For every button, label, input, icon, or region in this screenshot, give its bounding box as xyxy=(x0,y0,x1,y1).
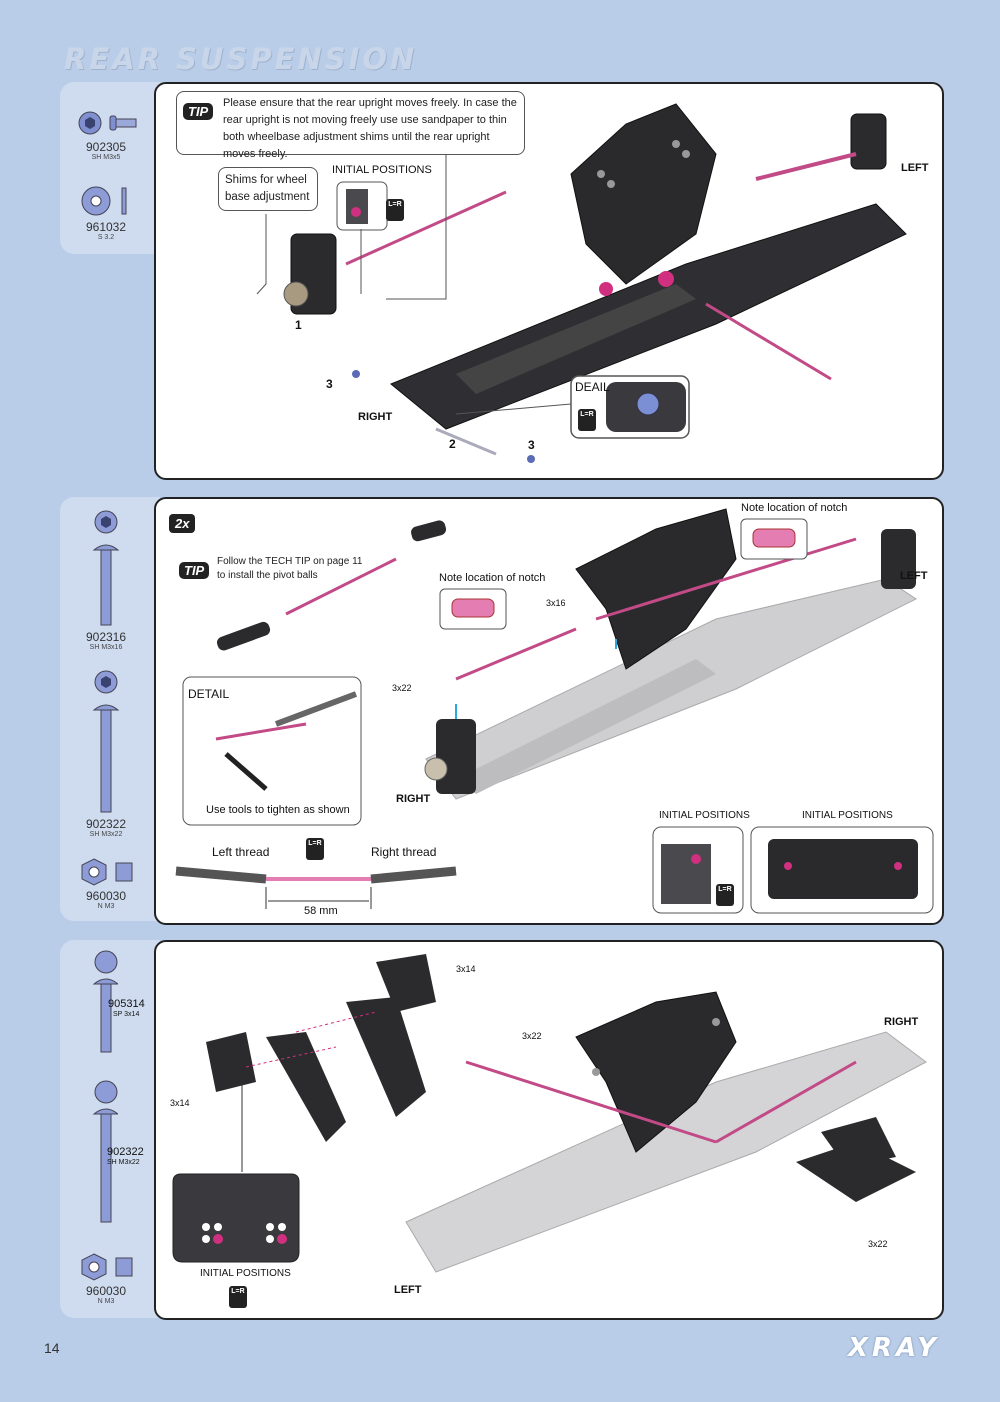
part-905314 xyxy=(40,950,136,1058)
initial-positions-label: INITIAL POSITIONS xyxy=(332,164,432,176)
step2-panel: 2x TIP Follow the TECH TIP on page 11 to… xyxy=(154,497,944,925)
lr-symbol: L=R xyxy=(229,1286,247,1308)
shock-tower-assembly-illustration xyxy=(172,954,927,1273)
parts-rail-step1 xyxy=(60,82,160,254)
right-label: RIGHT xyxy=(396,793,431,805)
part-902322: 902322 SH M3x22 xyxy=(58,670,154,839)
detail-label: DEAIL xyxy=(575,380,610,394)
left-thread-label: Left thread xyxy=(212,845,270,859)
part-902322-code: 902322 xyxy=(107,1146,144,1158)
lr-symbol-1: L=R xyxy=(386,199,404,221)
screw-icon xyxy=(92,950,120,1053)
left-label: LEFT xyxy=(900,570,928,582)
page-title: REAR SUSPENSION xyxy=(64,42,418,76)
brand-logo: XRAY xyxy=(847,1333,940,1363)
screw-icon xyxy=(92,670,120,813)
part-905314-desc: SP 3x14 xyxy=(113,1011,140,1018)
shims-label: Shims for wheel base adjustment xyxy=(218,167,318,211)
initial-positions-label: INITIAL POSITIONS xyxy=(200,1268,291,1279)
tip-box: TIP Please ensure that the rear upright … xyxy=(176,91,525,160)
notch-label-2: Note location of notch xyxy=(741,502,848,514)
screw-3x14-label-b: 3x14 xyxy=(170,1098,190,1108)
part-905314-code: 905314 xyxy=(108,998,145,1010)
tools-label: Use tools to tighten as shown xyxy=(206,804,350,816)
step3-panel: 3x14 3x14 3x22 3x22 INITIAL POSITIONS L=… xyxy=(154,940,944,1320)
detail-label: DETAIL xyxy=(188,687,230,701)
part-960030-b: 960030 N M3 xyxy=(58,1252,154,1306)
left-label: LEFT xyxy=(394,1284,422,1296)
tip-badge: TIP xyxy=(179,562,210,579)
tip-text: Follow the TECH TIP on page 11 to instal… xyxy=(217,556,363,581)
part-902322-desc: SH M3x22 xyxy=(107,1159,140,1166)
step-number-2: 2 xyxy=(449,437,456,451)
part-961032: 961032 S 3.2 xyxy=(58,184,154,242)
initial-positions-label-b: INITIAL POSITIONS xyxy=(802,810,893,821)
lr-symbol-2: L=R xyxy=(578,409,596,431)
part-902316: 902316 SH M3x16 xyxy=(58,510,154,652)
page-number: 14 xyxy=(44,1340,60,1356)
tip-text: Please ensure that the rear upright move… xyxy=(223,97,517,160)
notch-label-1: Note location of notch xyxy=(439,572,546,584)
screw-3x22-label: 3x22 xyxy=(392,683,412,693)
step-number-3b: 3 xyxy=(528,438,535,452)
step1-panel: TIP Please ensure that the rear upright … xyxy=(154,82,944,480)
screw-3x22-label-a: 3x22 xyxy=(522,1031,542,1041)
screw-3x16-label: 3x16 xyxy=(546,598,566,608)
screw-3x22-label-b: 3x22 xyxy=(868,1239,888,1249)
screw-icon xyxy=(92,510,120,626)
length-label: 58 mm xyxy=(304,905,338,917)
initial-positions-label-a: INITIAL POSITIONS xyxy=(659,810,750,821)
right-thread-label: Right thread xyxy=(371,845,437,859)
screw-3x14-label-a: 3x14 xyxy=(456,964,476,974)
part-902305: 902305 SH M3x5 xyxy=(58,108,154,162)
washer-icon xyxy=(81,186,127,216)
screw-icon xyxy=(78,111,137,135)
right-label: RIGHT xyxy=(358,411,393,423)
turnbuckle-assembly-illustration xyxy=(175,508,934,914)
part-902322-b xyxy=(40,1080,136,1228)
right-label: RIGHT xyxy=(884,1016,919,1028)
repeat-2x-badge: 2x xyxy=(169,514,196,533)
left-label: LEFT xyxy=(901,162,929,174)
step-number-1: 1 xyxy=(295,318,302,332)
tip-badge: TIP xyxy=(183,103,214,120)
step-number-3a: 3 xyxy=(326,377,333,391)
nut-icon xyxy=(81,1253,133,1281)
lr-symbol-1: L=R xyxy=(306,838,324,860)
lr-symbol-2: L=R xyxy=(716,884,734,906)
rear-arm-assembly-illustration xyxy=(256,103,907,463)
part-960030: 960030 N M3 xyxy=(58,857,154,911)
nut-icon xyxy=(81,858,133,886)
screw-icon xyxy=(92,1080,120,1223)
